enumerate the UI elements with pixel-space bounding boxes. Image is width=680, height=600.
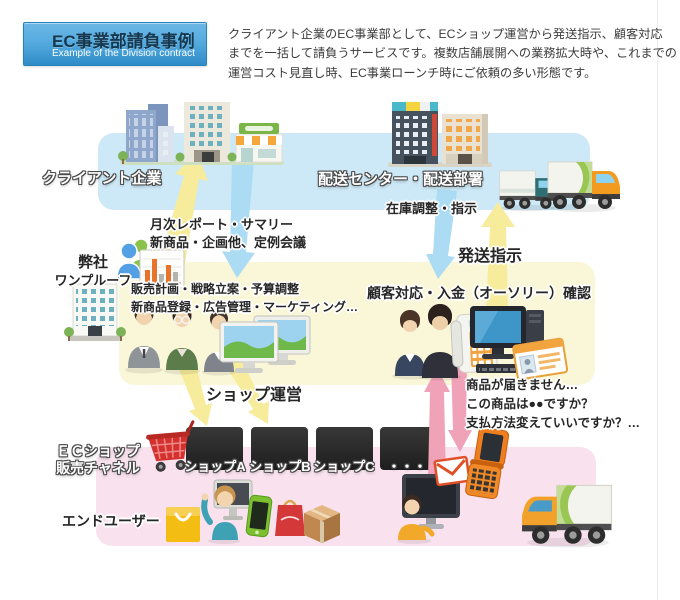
description-line: クライアント企業のEC事業部として、ECショップ運営から発送指示、顧客対応 bbox=[228, 27, 663, 41]
ec-channel-label: ＥＣショップ 販売チャネル bbox=[56, 443, 140, 476]
arrow-down-blue-inventory bbox=[426, 189, 457, 279]
delivery-buildings-icon bbox=[388, 102, 492, 167]
shopping-bag-red-icon bbox=[275, 499, 305, 536]
truck-orange-icon bbox=[547, 161, 620, 212]
shop-screen bbox=[380, 427, 434, 470]
customer-at-pc-icon bbox=[397, 474, 460, 544]
staff-group-icon bbox=[125, 304, 236, 376]
bar-chart-icon bbox=[139, 249, 185, 289]
arrow-down-yellow-shop-a bbox=[175, 353, 212, 426]
mail-icon bbox=[433, 455, 471, 487]
shop-screen bbox=[186, 427, 243, 470]
shop-b-label: ショップB bbox=[249, 459, 311, 474]
service-description: クライアント企業のEC事業部として、ECショップ運営から発送指示、顧客対応 まで… bbox=[228, 25, 677, 83]
monthly-report-label: 月次レポート・サマリー 新商品・企画他、定例会議 bbox=[150, 217, 307, 250]
end-user-label: エンドユーザー bbox=[62, 513, 160, 529]
our-company-label: 弊社 ワンプルーフ bbox=[54, 254, 132, 288]
description-line: までを一括して請負うサービスです。複数店舗展開への業務拡大時や、これまでの bbox=[228, 46, 677, 61]
shop-c-label: ショップC bbox=[313, 459, 375, 474]
shop-screen bbox=[316, 427, 373, 470]
description-line: 運営コスト見直し時、EC事業ローンチ時にご依頼の多い形態です。 bbox=[228, 65, 597, 80]
id-card-icon bbox=[512, 337, 569, 381]
inventory-adjust-label: 在庫調整・指示 bbox=[386, 201, 478, 216]
shopping-cart-icon bbox=[146, 420, 195, 472]
dual-monitors-icon bbox=[219, 315, 311, 373]
sales-plan-label: 販売計画・戦略立案・予算調整 新商品登録・広告管理・マーケティング… bbox=[131, 282, 359, 314]
end-user-girl-icon bbox=[201, 485, 240, 544]
support-staff-icon bbox=[392, 304, 461, 381]
arrow-down-blue-client bbox=[222, 159, 255, 278]
arrow-down-pink-reply bbox=[448, 360, 472, 452]
delivery-center-label: 配送センター・配送部署 bbox=[318, 171, 484, 188]
client-buildings-icon bbox=[118, 102, 284, 165]
flip-phone-icon bbox=[465, 426, 510, 500]
shop-a-label: ショップA bbox=[184, 459, 246, 474]
smartphone-icon bbox=[245, 494, 273, 538]
shipping-instruction-label: 発送指示 bbox=[458, 248, 523, 265]
shopping-bag-yellow-icon bbox=[166, 507, 200, 542]
shop-screen bbox=[251, 427, 308, 470]
parcel-box-icon bbox=[304, 505, 340, 544]
shop-operation-label: ショップ運営 bbox=[206, 387, 303, 404]
customer-support-label: 顧客対応・入金（オーソリー）確認 bbox=[367, 285, 591, 301]
page-title: EC事業部請負事例 bbox=[52, 32, 195, 51]
shop-more-label: ・・・ bbox=[387, 459, 427, 474]
truck-delivery-icon bbox=[522, 484, 613, 548]
client-company-label: クライアント企業 bbox=[42, 170, 162, 187]
arrow-up-yellow-report bbox=[157, 152, 208, 275]
arrow-up-yellow-shipping bbox=[481, 202, 515, 312]
page-subtitle: Example of the Division contract bbox=[52, 48, 195, 59]
title-box: EC事業部請負事例 Example of the Division contra… bbox=[23, 22, 207, 66]
page-edge-divider bbox=[657, 0, 658, 600]
customer-inquiry-label: 商品が届きません… この商品は●●ですか？ 支払方法変えていいですか？… bbox=[466, 378, 641, 430]
arrow-up-pink-inquiry bbox=[424, 368, 450, 480]
company-building-icon bbox=[64, 283, 126, 341]
